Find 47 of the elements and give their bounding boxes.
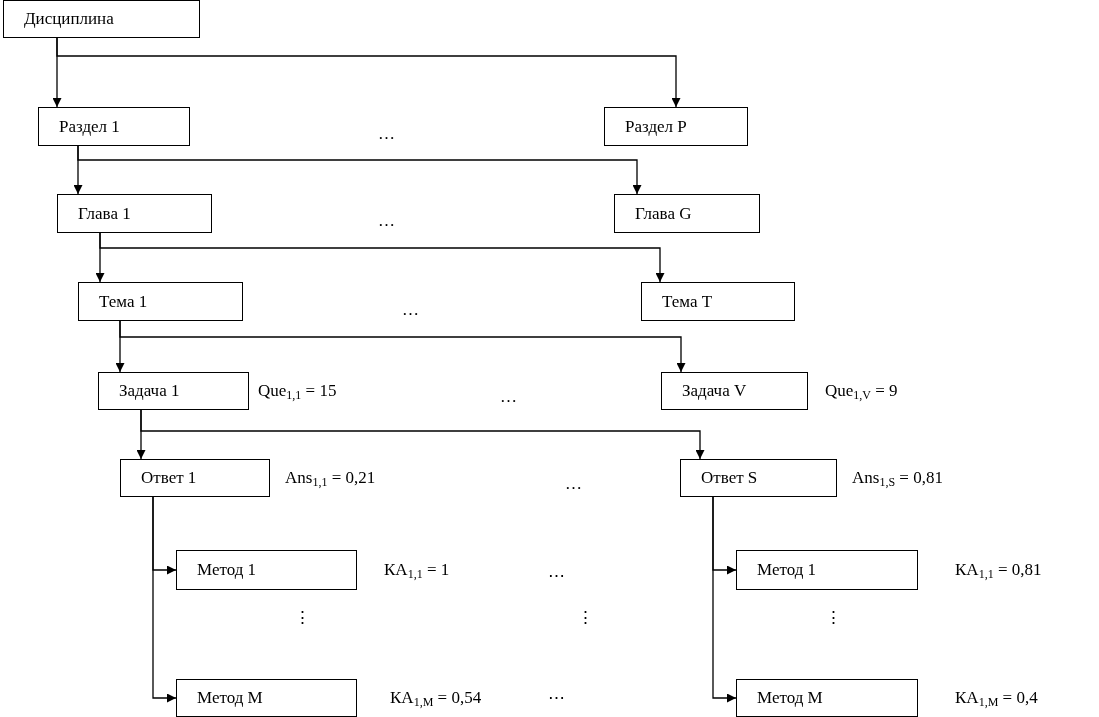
connector-arrow: [712, 496, 737, 703]
ellipsis-mark: ⋮: [294, 607, 311, 628]
node-box: [641, 282, 795, 321]
ellipsis-mark: ⋯: [548, 565, 565, 586]
node-box: [38, 107, 190, 146]
node-label: Тема 1: [98, 291, 149, 312]
node-label: Раздел P: [624, 116, 688, 137]
connector-arrow: [119, 320, 686, 373]
node-label: Глава 1: [77, 203, 132, 224]
node-label: Метод M: [756, 688, 824, 708]
ellipsis-mark: …: [500, 387, 517, 407]
node-label: Задача 1: [118, 381, 181, 401]
value-label: Que$_{1,1}$ = 15: [258, 381, 337, 401]
node-label: Задача V: [681, 381, 748, 401]
node-label: Ответ S: [700, 468, 759, 488]
node-label: Раздел 1: [58, 116, 121, 137]
connector-arrow: [140, 409, 705, 460]
value-label: Ans$_{1,S}$ = 0,81: [852, 468, 943, 488]
node-label: Метод M: [196, 688, 264, 708]
connector-arrow: [152, 496, 177, 703]
node-box: [57, 194, 212, 233]
value-label: КА$_{1,1}$ = 0,81: [955, 560, 1042, 580]
ellipsis-mark: …: [378, 124, 395, 144]
value-label: Ans$_{1,1}$ = 0,21: [285, 468, 376, 488]
node-label: Ответ 1: [140, 468, 198, 488]
node-box: [604, 107, 748, 146]
ellipsis-mark: …: [565, 474, 582, 494]
node-box: [78, 282, 243, 321]
node-label: Метод 1: [196, 560, 258, 580]
node-label: Глава G: [634, 203, 693, 224]
connector-arrow: [99, 232, 665, 283]
connector-arrow: [56, 37, 681, 108]
node-box: [3, 0, 200, 38]
ellipsis-mark: …: [378, 211, 395, 231]
value-label: КА$_{1,1}$ = 1: [384, 560, 450, 580]
value-label: КА$_{1,М}$ = 0,54: [390, 688, 482, 708]
ellipsis-mark: …: [402, 300, 419, 320]
ellipsis-mark: ⋯: [548, 687, 565, 708]
node-label: Тема T: [661, 291, 714, 312]
node-label: Дисциплина: [23, 9, 115, 29]
node-label: Метод 1: [756, 560, 818, 580]
ellipsis-mark: ⋮: [825, 607, 842, 628]
node-box: [614, 194, 760, 233]
ellipsis-mark: ⋮: [577, 607, 594, 628]
value-label: КА$_{1,М}$ = 0,4: [955, 688, 1038, 708]
value-label: Que$_{1,V}$ = 9: [825, 381, 898, 401]
connector-arrow: [77, 145, 642, 195]
